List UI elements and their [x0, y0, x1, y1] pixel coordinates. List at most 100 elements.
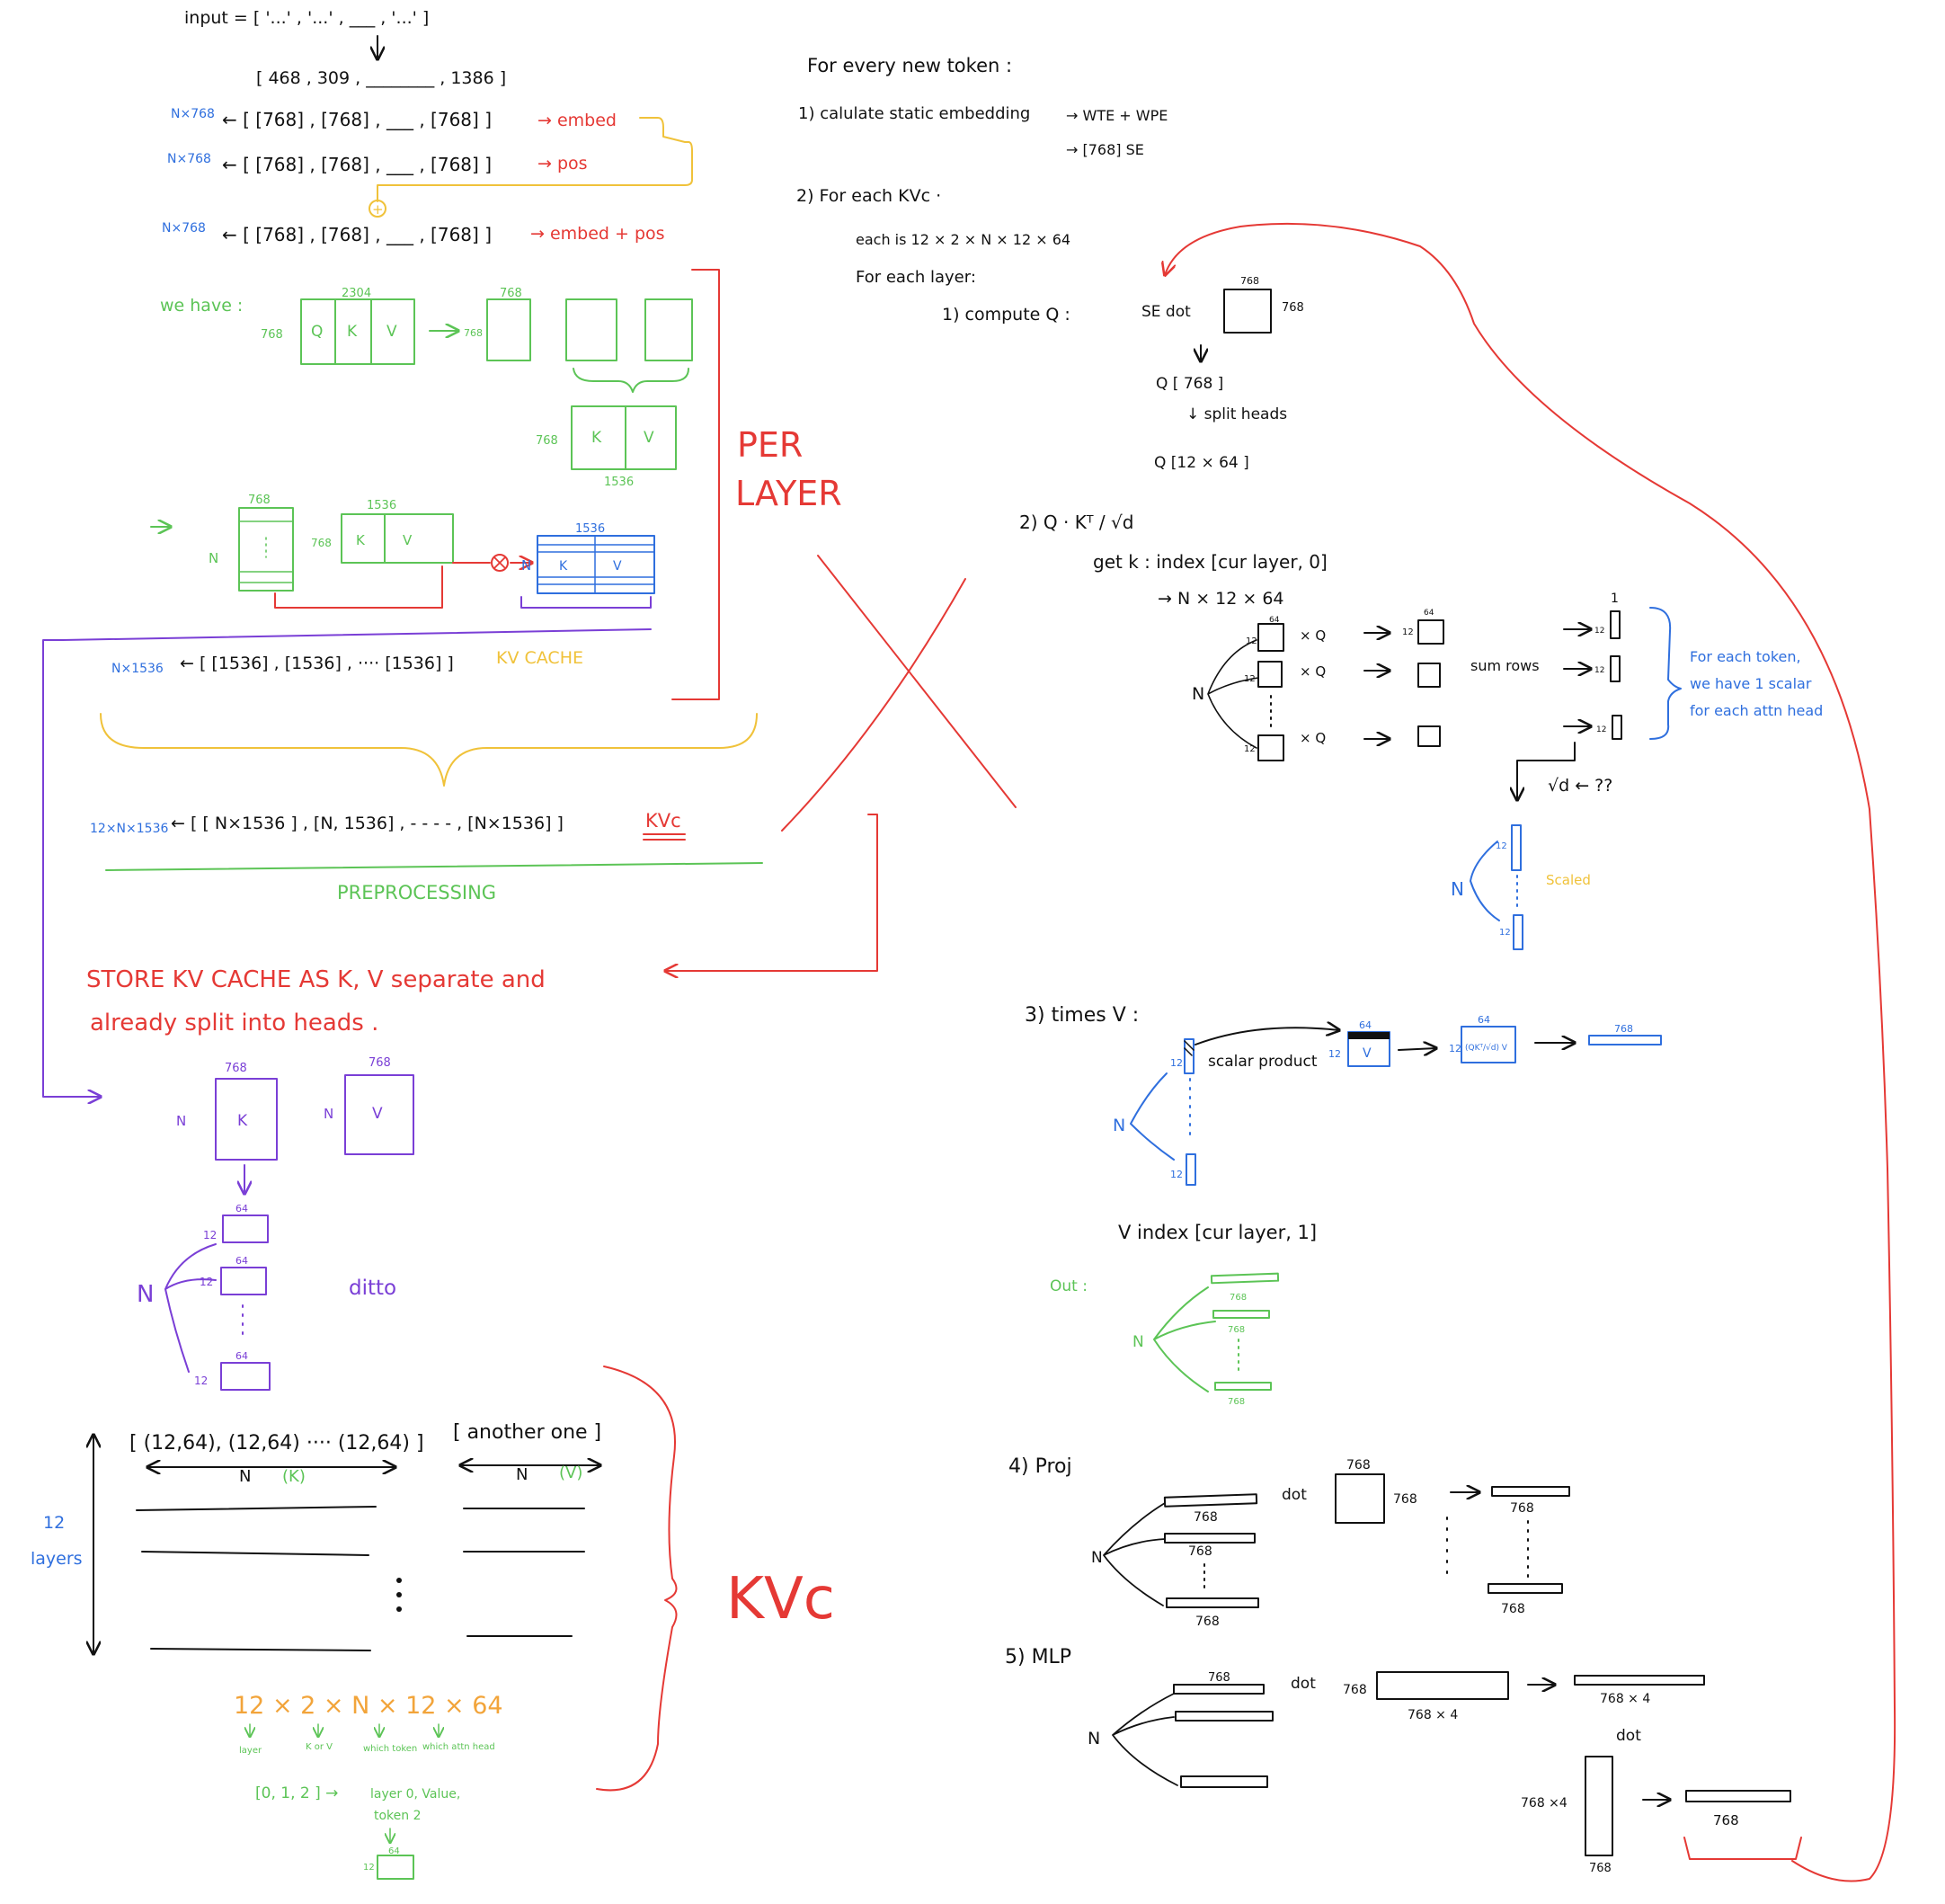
qk-n: N: [1192, 684, 1204, 704]
v-box-12: 12: [1328, 1048, 1341, 1060]
sum-row-dim: N×768: [162, 221, 206, 236]
sum-rows: sum rows: [1470, 657, 1540, 674]
per-layer-text-1: PER: [737, 425, 803, 465]
scalar-col-n: [1612, 715, 1622, 740]
proj-in-n-label: 768: [1195, 1615, 1220, 1629]
pos-row-dim: N×768: [167, 152, 211, 166]
kvc-big-brace: [596, 1366, 678, 1792]
s1-12: 12: [1594, 627, 1604, 636]
proj-out-n: [1488, 1583, 1563, 1594]
scaled-n: N: [1451, 878, 1464, 900]
scalar-one: 1: [1611, 592, 1619, 606]
mlp-w1-box: [1376, 1671, 1509, 1700]
step-4: 4) Proj: [1008, 1455, 1072, 1478]
preprocessing-line: [105, 862, 763, 871]
v-store-n: N: [324, 1106, 333, 1122]
cache-purple-underline: [520, 596, 652, 609]
weighted-v-label: (QKᵀ/√d) V: [1465, 1043, 1508, 1053]
get-k: get k : index [cur layer, 0]: [1093, 551, 1328, 573]
qk-out-1-64: 64: [1424, 609, 1434, 618]
mlp-hidden-vector: [1574, 1675, 1705, 1686]
wq-side: 768: [1282, 301, 1304, 315]
out-vec-2-label: 768: [1228, 1325, 1245, 1335]
weighted-v-box: [1461, 1026, 1516, 1063]
v-index: V index [cur layer, 1]: [1118, 1222, 1317, 1243]
proj-in-n: [1166, 1597, 1259, 1608]
mlp-out-vector: [1685, 1790, 1791, 1802]
embed-tag: → embed: [537, 111, 617, 130]
concat-symbol: [491, 554, 509, 572]
qk-out-1-12: 12: [1402, 627, 1414, 637]
step-1: 1) calulate static embedding: [798, 104, 1030, 123]
updated-v: V: [613, 559, 622, 574]
out-vec-1: [1210, 1272, 1280, 1285]
formula: 12 × 2 × N × 12 × 64: [234, 1692, 503, 1720]
index-meaning-2: token 2: [374, 1809, 422, 1823]
head-1-64: 64: [235, 1203, 248, 1214]
proj-in-1: [1163, 1493, 1258, 1508]
out-n: N: [1132, 1333, 1144, 1351]
wq-box: [1223, 289, 1272, 334]
ditto-label: ditto: [349, 1277, 396, 1300]
step-1-b: → [768] SE: [1066, 141, 1144, 158]
f-korv: K or V: [306, 1742, 333, 1752]
mlp-w2-side: 768 ×4: [1521, 1796, 1568, 1811]
attn-out-vector: [1588, 1035, 1662, 1045]
cache-1536: 1536: [367, 499, 396, 512]
kv-box-side: 768: [536, 434, 558, 448]
k1-64: 64: [1269, 616, 1280, 625]
per-layer-text-2: LAYER: [735, 474, 842, 513]
new-kv-row: [341, 513, 454, 564]
index-box: [377, 1855, 414, 1880]
scalar-product: scalar product: [1208, 1053, 1318, 1071]
mlp-w-side: 768: [1343, 1683, 1367, 1697]
mlp-in-1: [1173, 1684, 1265, 1695]
layer-line-n: [150, 1648, 371, 1651]
mlp-w2-bottom: 768: [1589, 1862, 1612, 1875]
qkv-height-label: 768: [261, 328, 283, 342]
scaled-col-n: [1513, 914, 1523, 950]
stored-cache-section: STORE KV CACHE AS K, V separate and alre…: [31, 966, 835, 1880]
step-2-1: 1) compute Q :: [942, 305, 1070, 325]
layer-row-1: [ (12,64), (12,64) ···· (12,64) ]: [129, 1432, 424, 1455]
step-2-for: For each layer:: [856, 268, 976, 287]
index-box-12: 12: [363, 1863, 375, 1873]
s3-12: 12: [1596, 725, 1606, 734]
scaled-label: Scaled: [1546, 872, 1591, 888]
f-layer: layer: [239, 1746, 262, 1756]
twelve-label: 12: [43, 1513, 65, 1533]
head-2-64: 64: [235, 1255, 248, 1267]
k-store-top: 768: [225, 1062, 247, 1075]
step-5: 5) MLP: [1005, 1646, 1071, 1668]
output-box-2: [565, 298, 617, 361]
index-meaning-1: layer 0, Value,: [370, 1787, 460, 1802]
k-store-box: [215, 1078, 278, 1161]
sv-col-1: [1184, 1038, 1195, 1074]
v-box-label: V: [1363, 1046, 1372, 1061]
token-ids: [ 468 , 309 , ________ , 1386 ]: [256, 68, 506, 88]
heads-fan: [164, 1243, 217, 1373]
se-dot: SE dot: [1141, 303, 1191, 321]
kv-box-k: K: [591, 429, 602, 447]
out-vec-n: [1214, 1382, 1272, 1391]
k2-12: 12: [1244, 674, 1256, 684]
k1-12: 12: [1246, 636, 1257, 646]
blue-n: N: [521, 557, 531, 574]
proj-w-side: 768: [1393, 1492, 1417, 1507]
sv-n: N: [1113, 1116, 1125, 1135]
we-have-label: we have :: [160, 296, 243, 316]
step-2: 2) For each KVc ·: [796, 186, 941, 206]
proj-out-1: [1491, 1486, 1570, 1497]
scalar-col-2: [1610, 655, 1621, 682]
kv-box: [571, 405, 677, 470]
scaled-col-1: [1511, 824, 1522, 871]
step-3: 3) times V :: [1025, 1004, 1139, 1027]
updated-cache-block: [537, 535, 655, 594]
kv-box-v: V: [644, 429, 654, 447]
proj-n: N: [1091, 1549, 1103, 1567]
blue-1536: 1536: [575, 522, 605, 536]
sum-bracket: [377, 117, 693, 202]
qk-out-n: [1417, 725, 1441, 747]
cache-n: N: [209, 550, 218, 566]
